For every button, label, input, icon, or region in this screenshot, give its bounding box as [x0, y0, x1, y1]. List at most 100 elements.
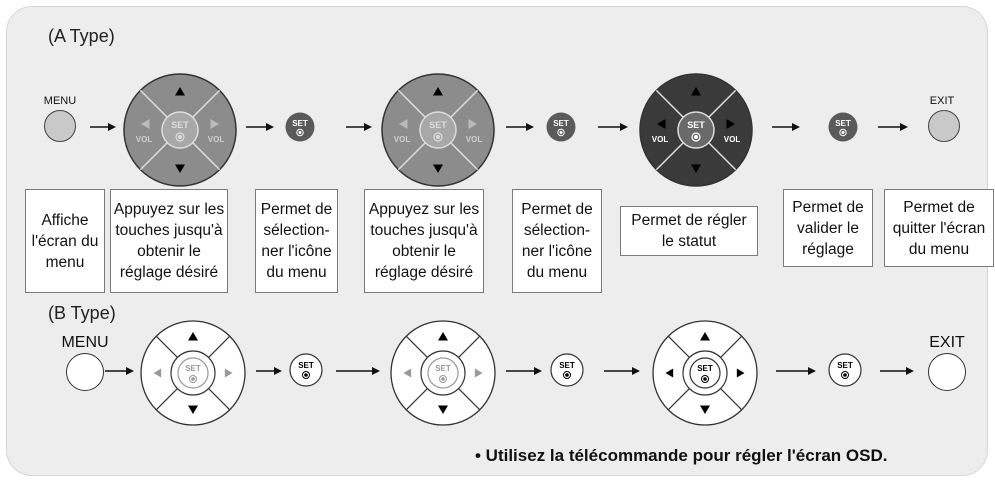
set-dot [703, 377, 707, 381]
arrow-head-icon [364, 123, 372, 131]
vol-text: VOL [466, 135, 483, 144]
set-text: SET [553, 119, 569, 128]
set-text: SET [185, 364, 201, 373]
set-dot-ring [302, 371, 310, 379]
set-dot [841, 131, 845, 134]
pad-divider [208, 335, 231, 358]
down-arrow-icon [433, 164, 443, 173]
arrow-head-icon [632, 367, 640, 375]
pad-divider [405, 388, 428, 411]
set-dot-ring [691, 132, 701, 142]
left-arrow-icon [153, 368, 162, 378]
set-text: SET [697, 364, 713, 373]
set-dot [178, 135, 182, 139]
left-arrow-icon [657, 119, 666, 129]
up-arrow-icon [433, 87, 443, 96]
arrow-head-icon [126, 367, 134, 375]
left-arrow-icon [665, 368, 674, 378]
arrow-head-icon [906, 367, 914, 375]
up-arrow-icon [175, 87, 185, 96]
nav-pad-a-1: SET VOL VOL [123, 73, 237, 187]
vol-text: VOL [208, 135, 225, 144]
set-button-body [546, 112, 576, 142]
set-text: SET [435, 364, 451, 373]
exit-label-b: EXIT [929, 334, 965, 351]
arrow-head-icon [620, 123, 628, 131]
set-dot-ring [557, 128, 565, 137]
nav-pad-b-2: SET [390, 320, 496, 426]
set-dot [436, 135, 440, 139]
set-button-a-2: SET [546, 112, 576, 142]
set-dot [565, 373, 569, 377]
vol-text: VOL [724, 135, 741, 144]
nav-pad-b-3: SET [652, 320, 758, 426]
set-text: SET [687, 120, 705, 130]
set-dot [843, 373, 847, 377]
set-button-b-1: SET [289, 353, 323, 387]
set-dot [694, 135, 698, 139]
set-dot-ring [841, 371, 849, 379]
pad-center [177, 357, 209, 389]
set-button-body [828, 353, 862, 387]
nav-pad-a-2: SET VOL VOL [381, 73, 495, 187]
left-arrow-icon [141, 119, 150, 129]
set-button-b-2: SET [550, 353, 584, 387]
set-dot-ring [189, 375, 197, 383]
type-b-title: (B Type) [48, 303, 116, 323]
arrow-head-icon [808, 367, 816, 375]
set-button-a-1: SET [285, 112, 315, 142]
set-text: SET [837, 361, 853, 370]
type-a-title: (A Type) [48, 26, 115, 46]
set-dot [559, 131, 563, 134]
set-button-body [550, 353, 584, 387]
set-dot [441, 377, 445, 381]
down-arrow-icon [691, 164, 701, 173]
set-dot [191, 377, 195, 381]
pad-center [677, 111, 715, 149]
set-dot-ring [839, 128, 847, 137]
vol-text: VOL [394, 135, 411, 144]
menu-button-b [66, 353, 104, 391]
pad-divider [720, 335, 743, 358]
set-dot [298, 131, 302, 134]
nav-pad-b-1: SET [140, 320, 246, 426]
exit-button-a [928, 110, 960, 142]
vol-text: VOL [136, 135, 153, 144]
right-arrow-icon [210, 119, 219, 129]
pad-divider [458, 335, 481, 358]
up-arrow-icon [700, 332, 710, 341]
set-dot-ring [433, 132, 443, 142]
arrow-head-icon [108, 123, 116, 131]
pad-center [161, 111, 199, 149]
vol-text: VOL [652, 135, 669, 144]
arrow-head-icon [526, 123, 534, 131]
set-text: SET [835, 119, 851, 128]
pad-center [419, 111, 457, 149]
down-arrow-icon [700, 405, 710, 414]
menu-button-a [44, 110, 76, 142]
pad-divider [720, 388, 743, 411]
left-arrow-icon [403, 368, 412, 378]
set-text: SET [292, 119, 308, 128]
right-arrow-icon [736, 368, 745, 378]
set-button-a-3: SET [828, 112, 858, 142]
right-arrow-icon [474, 368, 483, 378]
menu-label-a: MENU [43, 95, 77, 107]
set-text: SET [171, 120, 189, 130]
set-text: SET [429, 120, 447, 130]
up-arrow-icon [438, 332, 448, 341]
pad-divider [155, 388, 178, 411]
set-button-body [289, 353, 323, 387]
set-dot-ring [563, 371, 571, 379]
